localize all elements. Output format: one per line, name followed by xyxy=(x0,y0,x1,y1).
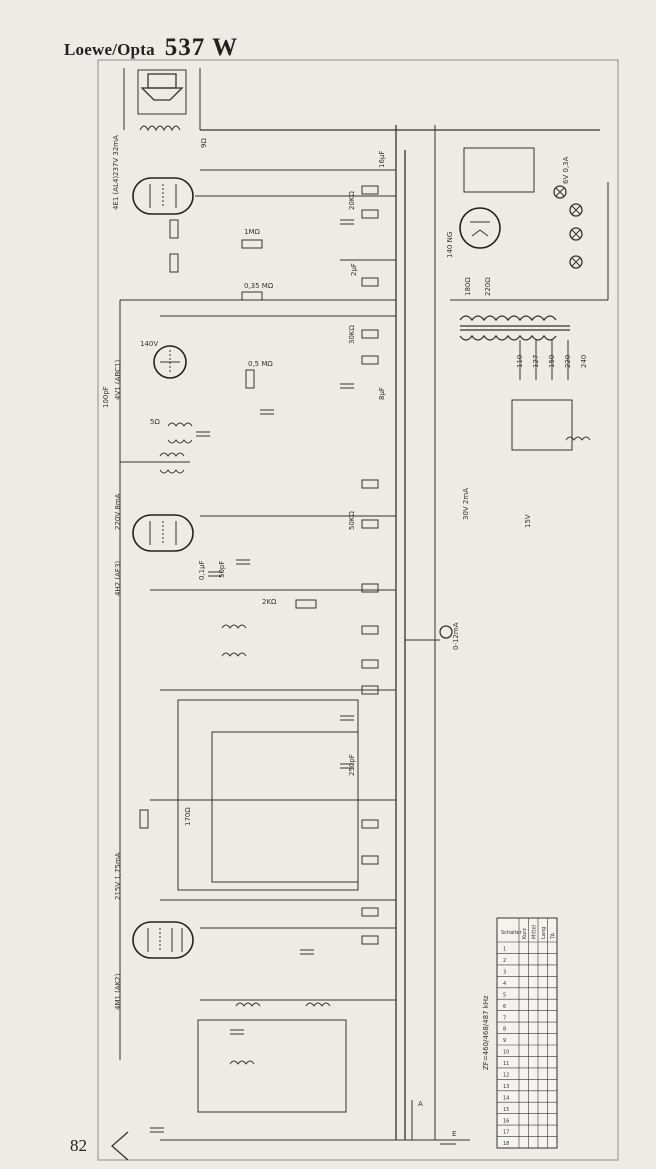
switch-number-label: 12 xyxy=(503,1072,509,1078)
manufacturer-name: Loewe/Opta xyxy=(64,40,155,59)
tube-note-4m1: 215V 1,75mA xyxy=(114,852,122,900)
label-tr-127: 127 xyxy=(532,355,540,368)
label-if-frequency: ZF=460/468/487 kHz xyxy=(482,995,490,1070)
switch-number-label: 4 xyxy=(503,981,506,987)
label-r-035: 0,35 MΩ xyxy=(244,282,274,290)
tube-label-4m1: 4M1 (AK2) xyxy=(114,973,122,1010)
switch-mode-label: Mittel xyxy=(531,925,537,939)
mains-plug xyxy=(111,1131,129,1161)
label-meter: 0-12mA xyxy=(452,622,460,650)
switch-number-label: 15 xyxy=(503,1107,509,1113)
label-c-100pf: 100pF xyxy=(102,386,110,408)
label-c-2: 2µF xyxy=(350,263,358,276)
tube-4e1 xyxy=(132,177,194,215)
if-transformers xyxy=(159,422,591,1065)
loudspeaker xyxy=(123,68,201,132)
label-volt-15: 15V xyxy=(524,514,532,528)
signal-wiring xyxy=(119,169,600,1141)
label-c-250: 250pF xyxy=(348,754,356,776)
label-ind-5: 5Ω xyxy=(150,418,160,426)
label-r-2k: 2KΩ xyxy=(262,598,277,606)
switch-number-label: 3 xyxy=(503,969,506,975)
label-earth: E xyxy=(452,1130,456,1138)
switch-number-label: 1 xyxy=(503,947,506,953)
label-c-16: 16µF xyxy=(378,151,386,168)
capacitor-bank xyxy=(150,219,354,1133)
label-tr-110: 110 xyxy=(516,355,524,368)
antenna-earth xyxy=(411,1100,466,1145)
tube-note-4v1: 140V xyxy=(140,340,158,348)
tube-label-4h2: 4H2 (AF3) xyxy=(114,561,122,596)
switch-table-header: Schalter xyxy=(501,930,523,936)
tube-label-140ng: 140 NG xyxy=(446,232,454,258)
tube-4m1 xyxy=(132,921,194,959)
page-number: 82 xyxy=(70,1136,87,1155)
switch-number-label: 11 xyxy=(503,1061,509,1067)
switch-number-label: 7 xyxy=(503,1015,506,1021)
label-antenna: A xyxy=(418,1100,423,1108)
tube-note-4h2: 220V 8mA xyxy=(114,493,122,530)
switch-number-label: 9 xyxy=(503,1038,506,1044)
page-title: Loewe/Opta 537 W xyxy=(64,34,238,62)
switch-number-label: 8 xyxy=(503,1027,506,1033)
tube-label-4v1: 4V1 (ABC1) xyxy=(114,360,122,400)
tube-140ng xyxy=(459,207,501,249)
switch-mode-label: Kurz xyxy=(522,928,528,939)
label-output-trafo: 9Ω xyxy=(200,138,208,148)
label-tr-220: 220 xyxy=(564,355,572,368)
label-ind-170: 170Ω xyxy=(184,807,192,826)
tube-label-4e1: 4E1 (AL4) xyxy=(112,176,120,210)
label-c-50pf: 50pF xyxy=(218,561,226,578)
tube-4h2 xyxy=(132,514,194,552)
oscillator-box xyxy=(197,1019,347,1113)
switch-number-label: 17 xyxy=(503,1130,509,1136)
filter-section xyxy=(463,147,535,193)
switch-number-label: 2 xyxy=(503,958,506,964)
label-tr-240: 240 xyxy=(580,355,588,368)
switch-number-label: 18 xyxy=(503,1141,509,1147)
switch-mode-label: TA xyxy=(550,932,556,940)
coil-switch-box xyxy=(211,731,359,883)
label-r-50k: 50KΩ xyxy=(348,511,356,530)
power-transformer xyxy=(459,315,570,380)
model-number: 537 W xyxy=(164,34,239,61)
label-r-220: 220Ω xyxy=(484,277,492,296)
tube-note-4e1: 237V 32mA xyxy=(112,135,120,176)
switch-number-label: 5 xyxy=(503,992,506,998)
switch-number-label: 6 xyxy=(503,1004,506,1010)
switch-number-label: 16 xyxy=(503,1118,509,1124)
milliammeter xyxy=(439,625,453,639)
label-r-05: 0,5 MΩ xyxy=(248,360,273,368)
switch-number-label: 10 xyxy=(503,1050,509,1056)
switch-number-label: 13 xyxy=(503,1084,509,1090)
label-r-20k: 20KΩ xyxy=(348,191,356,210)
diagram-frame xyxy=(97,59,619,1161)
switch-mode-label: Lang xyxy=(541,927,547,939)
label-r-30k: 30KΩ xyxy=(348,325,356,344)
label-c-8: 8µF xyxy=(378,387,386,400)
label-r-180: 180Ω xyxy=(464,277,472,296)
label-c-01: 0,1µF xyxy=(198,560,206,580)
label-r-1meg: 1MΩ xyxy=(244,228,260,236)
switch-number-label: 14 xyxy=(503,1095,509,1101)
label-tr-150: 150 xyxy=(548,355,556,368)
voltage-selector xyxy=(511,399,573,451)
tube-4v1 xyxy=(153,345,187,379)
label-volt-30: 30V 2mA xyxy=(462,488,470,520)
label-lamp: 6V 0,3A xyxy=(562,156,570,184)
